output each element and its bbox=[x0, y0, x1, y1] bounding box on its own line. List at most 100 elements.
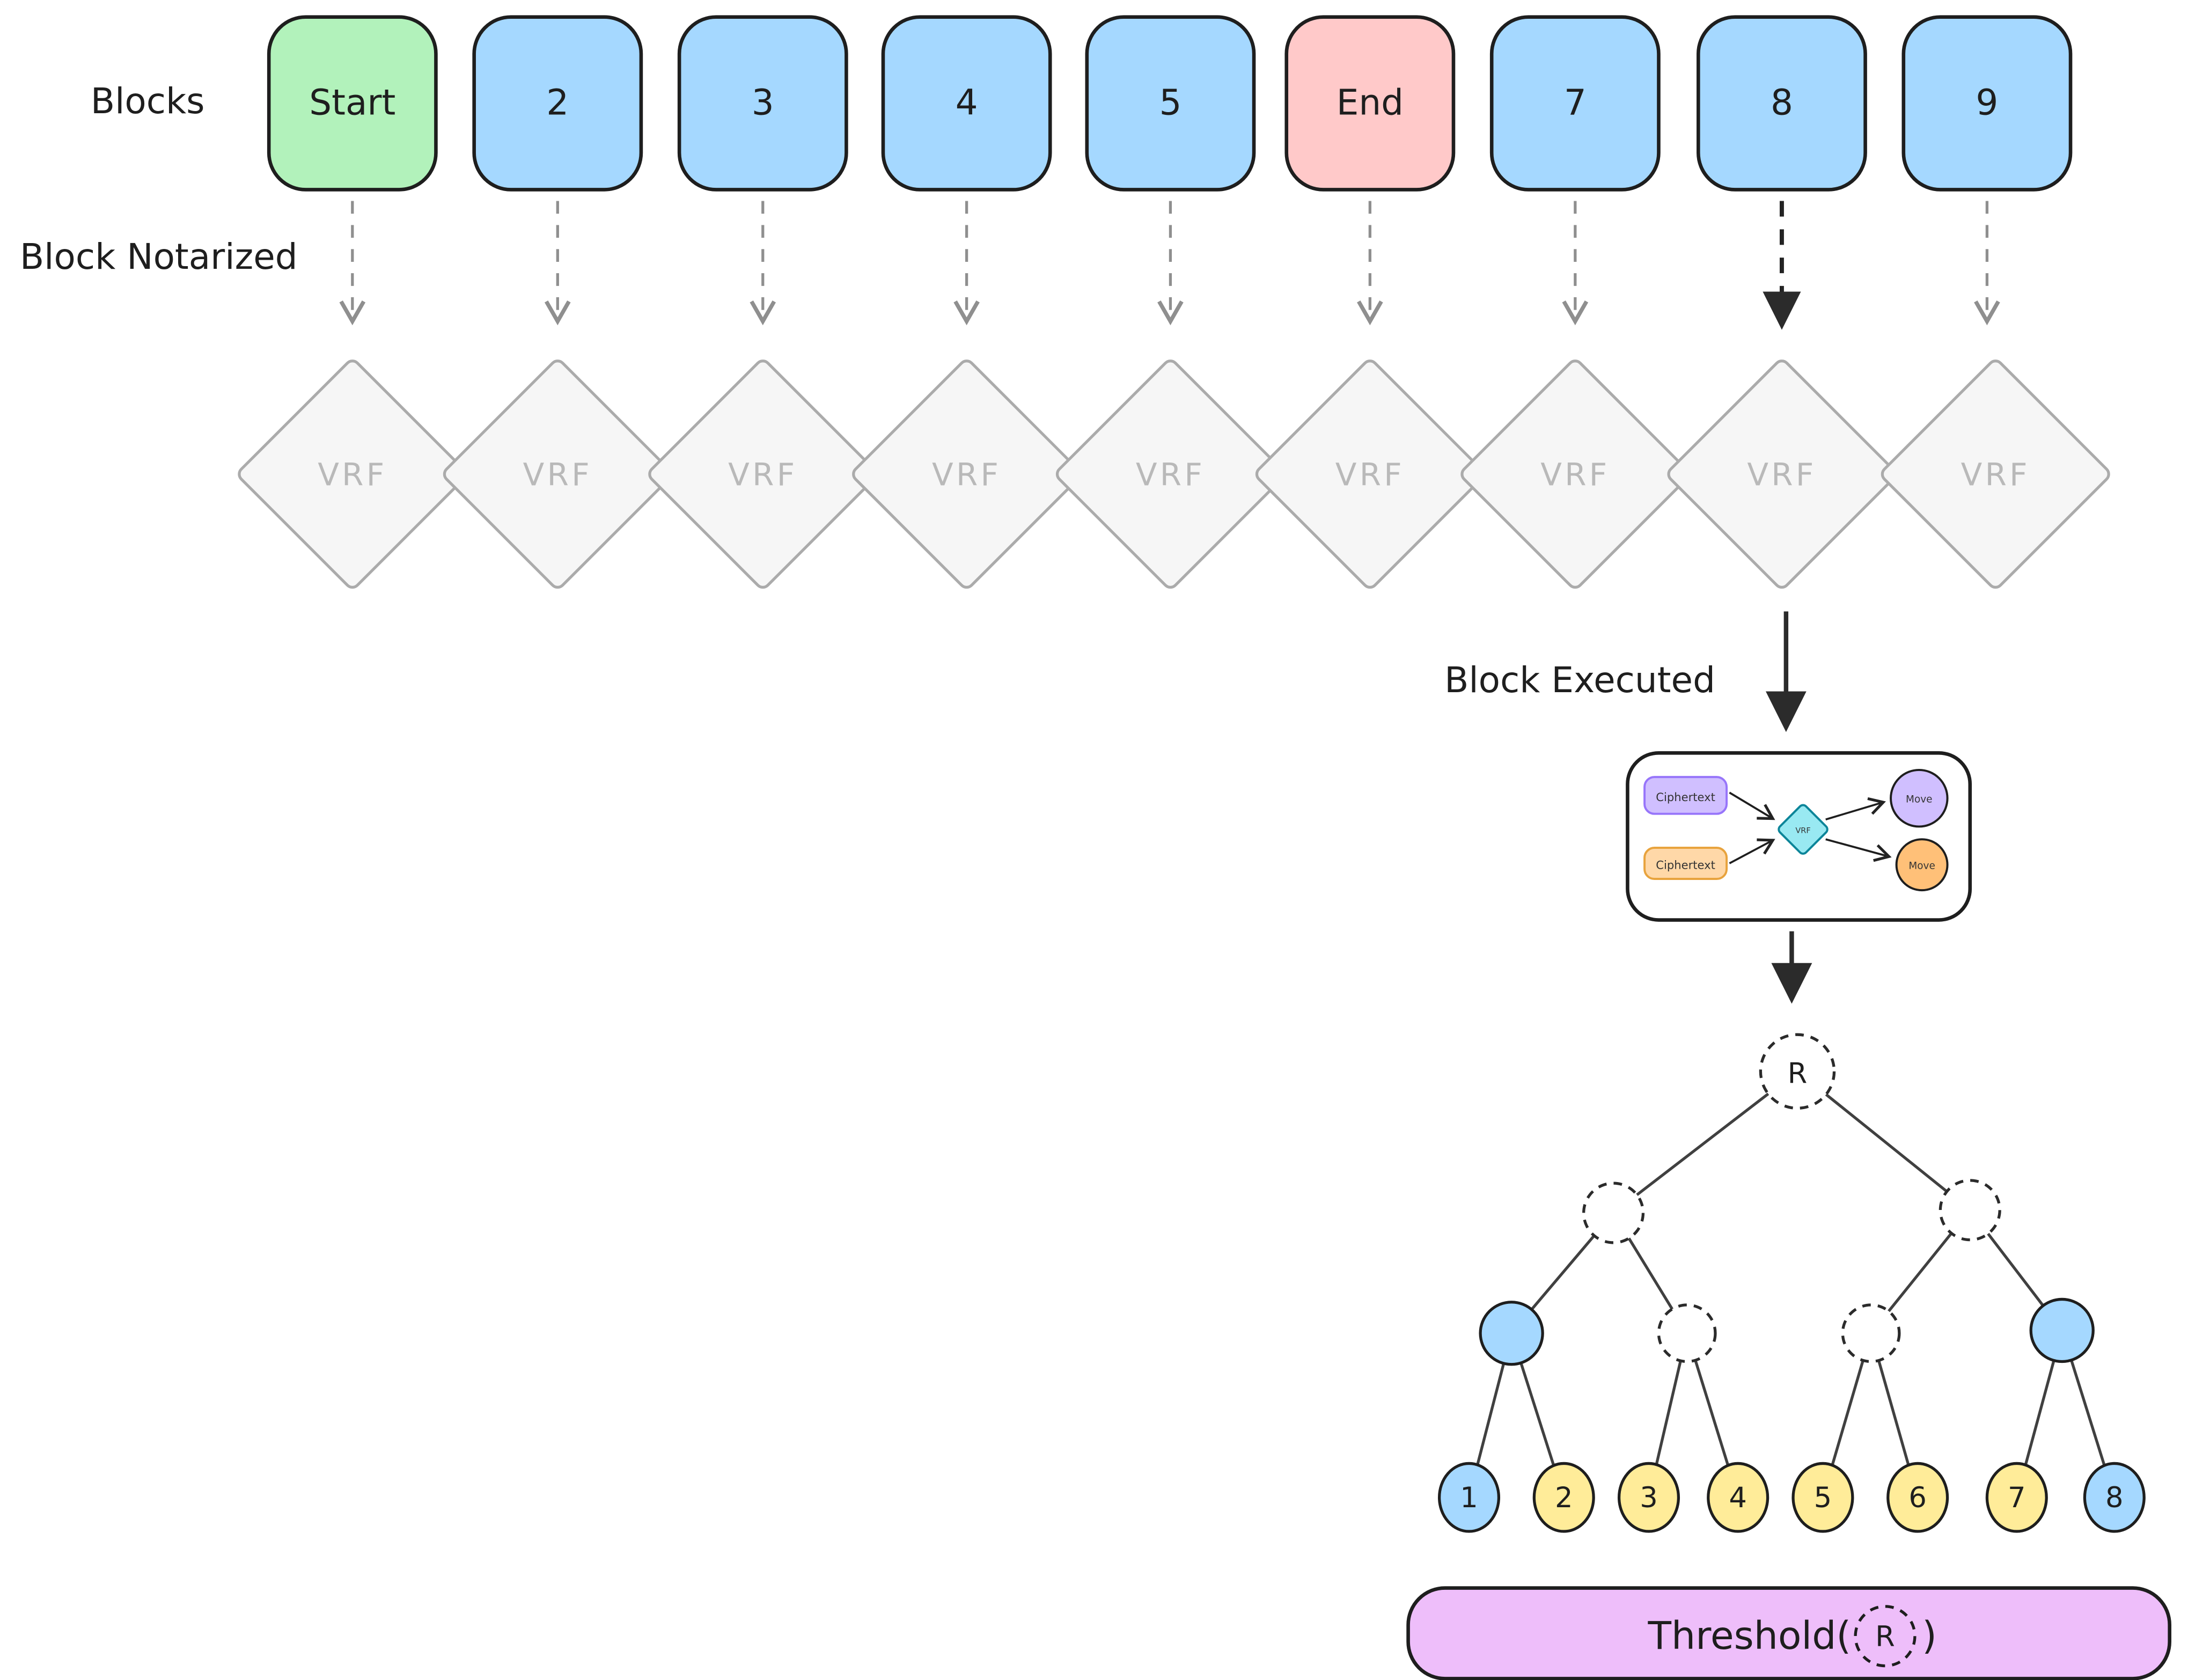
card-vrf-label: VRF bbox=[1795, 826, 1810, 835]
card-vrf-diamond bbox=[1778, 804, 1829, 855]
block-label: End bbox=[1337, 82, 1404, 123]
block-label: 4 bbox=[956, 82, 978, 123]
card-arrow-output-bottom bbox=[1825, 838, 1892, 862]
block-start: Start bbox=[267, 15, 438, 192]
card-arrow-input-top bbox=[1729, 791, 1775, 820]
vrf-diamond-shape bbox=[238, 360, 467, 589]
vrf-diamond-4: VRF bbox=[852, 360, 1082, 589]
block-shape bbox=[1901, 15, 2073, 192]
vrf-diamond-label: VRF bbox=[318, 457, 387, 493]
ciphertext-chip-bottom-label: Ciphertext bbox=[1656, 859, 1715, 872]
tree-root-node bbox=[1759, 1033, 1836, 1110]
leaf-node-3 bbox=[1617, 1462, 1680, 1533]
notarize-arrows bbox=[339, 201, 2000, 330]
block-9: 9 bbox=[1901, 15, 2073, 192]
leaf-node-2 bbox=[1532, 1462, 1595, 1533]
vrf-diamond-shape bbox=[1255, 360, 1485, 589]
vrf-diamond-3: VRF bbox=[648, 360, 878, 589]
block-notarized-label: Block Notarized bbox=[20, 236, 298, 277]
move-circle-top-label: Move bbox=[1906, 794, 1932, 805]
vrf-diamond-shape bbox=[1055, 360, 1285, 589]
leaf-label: 2 bbox=[1555, 1481, 1573, 1514]
tree-internal-dashed-node bbox=[1657, 1303, 1717, 1363]
leaf-node-7 bbox=[1985, 1462, 2048, 1533]
block-shape bbox=[1284, 15, 1456, 192]
threshold-r-circle bbox=[1854, 1605, 1917, 1668]
vrf-diamond-8: VRF bbox=[1667, 360, 1897, 589]
vrf-row: VRF VRF VRF VRF VRF VRF VRF VRF bbox=[238, 360, 2110, 589]
card-arrow-input-bottom bbox=[1729, 838, 1775, 864]
vrf-diamond-9: VRF bbox=[1881, 360, 2110, 589]
vrf-diamond-label: VRF bbox=[1136, 457, 1205, 493]
leaf-label: 5 bbox=[1814, 1481, 1832, 1514]
vrf-diamond-7: VRF bbox=[1460, 360, 1690, 589]
threshold-suffix: ) bbox=[1922, 1613, 1937, 1658]
tree-internal-solid-node bbox=[1479, 1301, 1544, 1366]
move-circle-bottom-label: Move bbox=[1908, 861, 1935, 872]
vrf-diamond-label: VRF bbox=[1747, 457, 1816, 493]
block-label: 8 bbox=[1771, 82, 1793, 123]
leaf-label: 8 bbox=[2105, 1481, 2124, 1514]
leaf-node-6 bbox=[1886, 1462, 1949, 1533]
block-7: 7 bbox=[1489, 15, 1661, 192]
card-arrow-output-top bbox=[1825, 797, 1886, 821]
vrf-diamond-label: VRF bbox=[1335, 457, 1405, 493]
block-label: 5 bbox=[1159, 82, 1181, 123]
vrf-diamond-shape bbox=[852, 360, 1082, 589]
vrf-diamond-shape bbox=[1881, 360, 2110, 589]
block-label: 2 bbox=[546, 82, 569, 123]
block-shape bbox=[881, 15, 1052, 192]
vrf-diamond-label: VRF bbox=[932, 457, 1001, 493]
vrf-diamond-1: VRF bbox=[238, 360, 467, 589]
vrf-diamond-6: VRF bbox=[1255, 360, 1485, 589]
block-8: 8 bbox=[1697, 15, 1867, 192]
ciphertext-chip-bottom bbox=[1643, 847, 1728, 881]
tree-internal-dashed-node bbox=[1841, 1303, 1901, 1363]
vrf-diamond-shape bbox=[1667, 360, 1897, 589]
block-shape bbox=[1085, 15, 1256, 192]
block-shape bbox=[1697, 15, 1867, 192]
block-4: 4 bbox=[881, 15, 1052, 192]
block-5: 5 bbox=[1085, 15, 1256, 192]
tree-internal-dashed-node bbox=[1939, 1179, 2001, 1242]
block-label: 9 bbox=[1976, 82, 1998, 123]
tree-internal-dashed-node bbox=[1582, 1182, 1645, 1244]
vrf-diamond-2: VRF bbox=[443, 360, 672, 589]
tree-edges bbox=[1467, 1070, 2116, 1498]
merkle-tree: R 1 2 3 4 5 6 7 8 bbox=[1437, 1033, 2146, 1533]
block-shape bbox=[677, 15, 848, 192]
leaf-node-8 bbox=[2083, 1462, 2146, 1533]
tree-edge bbox=[1796, 1070, 1971, 1212]
tree-root-label: R bbox=[1788, 1057, 1808, 1090]
vrf-diamond-5: VRF bbox=[1055, 360, 1285, 589]
leaf-label: 6 bbox=[1908, 1481, 1927, 1514]
leaf-label: 3 bbox=[1640, 1481, 1658, 1514]
block-shape bbox=[472, 15, 643, 192]
block-end: End bbox=[1284, 15, 1456, 192]
block-label: 3 bbox=[752, 82, 774, 123]
leaf-node-4 bbox=[1707, 1462, 1770, 1533]
leaf-label: 4 bbox=[1729, 1481, 1747, 1514]
block-shape bbox=[1489, 15, 1661, 192]
vrf-diamond-shape bbox=[1460, 360, 1690, 589]
tree-edge bbox=[1612, 1070, 1798, 1214]
vrf-diamond-shape bbox=[443, 360, 672, 589]
threshold-bar: Threshold( R ) bbox=[1406, 1586, 2171, 1680]
vrf-diamond-label: VRF bbox=[1540, 457, 1610, 493]
vrf-diamond-label: VRF bbox=[1961, 457, 2030, 493]
leaf-label: 7 bbox=[2008, 1481, 2026, 1514]
threshold-rect bbox=[1406, 1586, 2171, 1680]
threshold-symbol: R bbox=[1875, 1620, 1895, 1653]
block-label: 7 bbox=[1564, 82, 1587, 123]
executed-detail-card: Ciphertext Ciphertext VRF Move Move bbox=[1626, 751, 1972, 922]
leaf-label: 1 bbox=[1460, 1481, 1478, 1514]
vrf-diamond-label: VRF bbox=[523, 457, 592, 493]
tree-internal-solid-node bbox=[2029, 1297, 2095, 1363]
block-executed-label: Block Executed bbox=[1444, 659, 1715, 701]
blocks-row-label: Blocks bbox=[91, 80, 205, 122]
blocks-row: Start 2 3 4 5 End 7 8 bbox=[267, 15, 2073, 192]
ciphertext-chip-top-label: Ciphertext bbox=[1656, 790, 1715, 804]
block-label: Start bbox=[309, 82, 395, 123]
block-shape bbox=[267, 15, 438, 192]
